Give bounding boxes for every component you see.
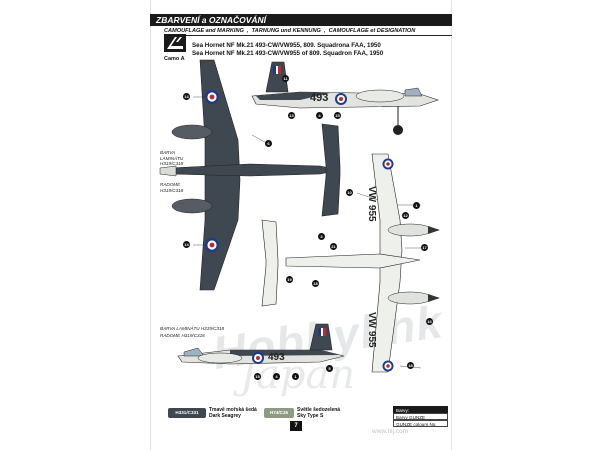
fuselage-code-upper: 493 (310, 92, 329, 104)
subtitle-de: TARNUNG und KENNUNG (251, 28, 321, 34)
side-view-upper (251, 61, 439, 135)
roundel-icon (382, 360, 394, 372)
callout-marker: 15 (334, 112, 341, 119)
color-swatch-sky: H74/C26 (264, 408, 294, 418)
info-row: Barvy GUNZE (393, 413, 448, 420)
label-barva-laminatu: BARVA LAMINÁTU H319/C318 (160, 150, 183, 167)
label-line: RADOME (160, 182, 181, 187)
legend-label-cz: Tmavě mořská šedá (209, 407, 257, 413)
page-number: 7 (290, 421, 302, 431)
callout-marker: 15 (254, 373, 261, 380)
legend-label-en: Sky Type S (297, 413, 324, 420)
info-head: Barvy: (393, 406, 448, 413)
callout-marker: 17 (421, 244, 428, 251)
info-row: GUNZE colours No. (393, 420, 448, 427)
fuselage-code-lower: 493 (268, 352, 285, 363)
callout-marker: 18 (312, 280, 319, 287)
top-view-aircraft (159, 59, 341, 291)
callout-marker: 21 (330, 243, 337, 250)
callout-marker: 1 (292, 373, 299, 380)
sheet-header: ZBARVENÍ a OZNAČOVÁNÍ (150, 14, 452, 26)
paint-info-box: Barvy: Barvy GUNZE GUNZE colours No. (393, 406, 448, 427)
callout-marker: 18 (407, 362, 414, 369)
callout-marker: 3 (318, 233, 325, 240)
label-radome: RADOME H319/C318 (160, 182, 183, 193)
callout-marker: 14 (183, 93, 190, 100)
callout-marker: 6 (265, 140, 272, 147)
color-swatch-dark-seagrey: H331/C331 (168, 408, 206, 418)
legend-label-en: Dark Seagrey (209, 413, 241, 420)
camo-label: Camo A (164, 56, 185, 62)
fin-flash-icon (273, 66, 281, 74)
callout-marker: 12 (402, 212, 409, 219)
roundel-icon (205, 90, 219, 104)
aircraft-title-cz: Sea Hornet NF Mk.21 493-CW/VW955, 809. S… (192, 42, 381, 49)
underside-view-aircraft (261, 153, 440, 373)
brand-logo (164, 34, 186, 52)
callout-marker: 4 (316, 112, 323, 119)
legend-sky: Světle šedozelená Sky Type S (297, 407, 340, 420)
sheet-subheader: CAMOUFLAGE and MARKING , TARNUNG und KEN… (164, 28, 452, 36)
subtitle-fr: CAMOUFLAGE et DESIGNATION (328, 28, 416, 34)
roundel-icon (205, 238, 219, 252)
fin-flash-icon (318, 328, 326, 336)
legend-dark-seagrey: Tmavě mořská šedá Dark Seagrey (209, 407, 257, 420)
roundel-icon (335, 93, 347, 105)
callout-marker: 16 (426, 318, 433, 325)
callout-marker: 10 (346, 189, 353, 196)
aircraft-title-en: Sea Hornet NF Mk.21 493-CW/VW955 of 809.… (192, 50, 384, 57)
callout-marker: 5 (326, 365, 333, 372)
legend-label-cz: Světle šedozelená (297, 407, 341, 413)
roundel-icon (382, 158, 394, 170)
label-barva-laminatu-lower: BARVA LAMINÁTU H319/C318 (160, 326, 225, 331)
callout-marker: 19 (286, 276, 293, 283)
subtitle-cz-en: CAMOUFLAGE and MARKING (164, 28, 244, 34)
callout-marker: 11 (282, 75, 289, 82)
wing-serial-lower: VW 955 (366, 312, 377, 348)
label-line: H319/C318 (160, 187, 184, 193)
brand-logo-icon (167, 37, 183, 49)
callout-marker: 13 (288, 112, 295, 119)
side-view-lower (177, 323, 345, 365)
label-line: BARVA (160, 150, 176, 155)
label-line: LAMINÁTU (160, 155, 184, 161)
label-line: H319/C318 (160, 161, 184, 167)
callout-marker: 1 (413, 202, 420, 209)
roundel-icon (252, 352, 264, 364)
callout-marker: 4 (273, 373, 280, 380)
wing-serial-upper: VW 955 (366, 186, 377, 222)
callout-marker: 14 (183, 241, 190, 248)
label-radome-lower: RADOME H319/C318 (160, 333, 205, 338)
header-title: ZBARVENÍ a OZNAČOVÁNÍ (156, 15, 267, 25)
watermark-url: www.hlj.com (372, 428, 409, 435)
